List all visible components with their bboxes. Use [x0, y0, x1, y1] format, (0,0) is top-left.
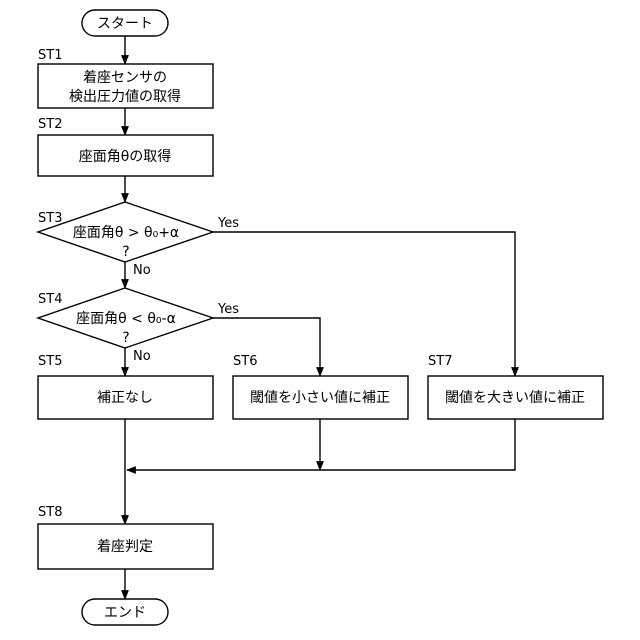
- st1-text-line2: 検出圧力値の取得: [69, 88, 181, 105]
- connector-st3-yes-st7: [213, 232, 515, 376]
- end-label: エンド: [104, 605, 146, 621]
- st4-no-label: No: [133, 349, 151, 364]
- connector-st4-yes-st6: [213, 318, 320, 376]
- st2-text: 座面角θの取得: [79, 148, 172, 165]
- st7-label: ST7: [428, 354, 452, 369]
- st2-label: ST2: [38, 117, 62, 132]
- st3-condition: 座面角θ > θ₀+α: [73, 225, 179, 241]
- st6-label: ST6: [233, 354, 257, 369]
- st3-question: ?: [122, 244, 129, 260]
- st3-label: ST3: [38, 211, 62, 226]
- st3-yes-label: Yes: [217, 216, 239, 231]
- st5-label: ST5: [38, 354, 62, 369]
- st4-label: ST4: [38, 292, 62, 307]
- st7-text: 閾値を大きい値に補正: [445, 390, 585, 406]
- st6-text: 閾値を小さい値に補正: [250, 390, 390, 406]
- st8-text: 着座判定: [97, 539, 153, 555]
- connector-st7-merge: [127, 419, 515, 470]
- st3-no-label: No: [133, 263, 151, 278]
- st1-label: ST1: [38, 48, 62, 63]
- st1-text-line1: 着座センサの: [83, 70, 167, 86]
- start-label: スタート: [97, 16, 153, 32]
- st4-question: ?: [122, 330, 129, 346]
- st4-condition: 座面角θ < θ₀-α: [76, 311, 176, 327]
- st8-label: ST8: [38, 505, 62, 520]
- st4-yes-label: Yes: [217, 302, 239, 317]
- st5-text: 補正なし: [97, 390, 153, 406]
